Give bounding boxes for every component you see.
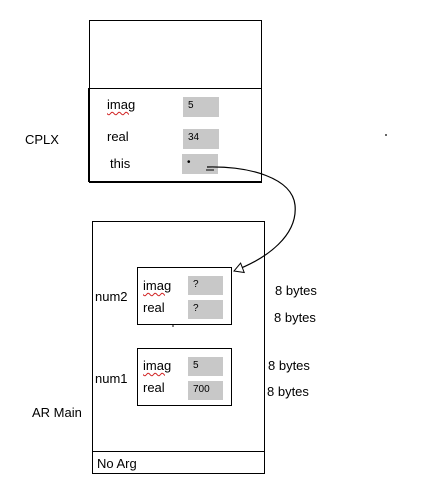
cplx-label: CPLX bbox=[25, 132, 59, 147]
no-arg-box bbox=[92, 451, 265, 474]
this-pointer-arrow bbox=[206, 166, 296, 274]
cplx-real-label: real bbox=[107, 129, 129, 144]
num1-real-value: 700 bbox=[188, 381, 223, 400]
num2-imag-label: imag bbox=[143, 278, 172, 293]
num1-real-label: real bbox=[143, 380, 165, 395]
num1-label: num1 bbox=[95, 371, 128, 386]
num2-real-label: real bbox=[143, 300, 165, 315]
num2-label: num2 bbox=[95, 289, 128, 304]
cplx-this-value: • bbox=[182, 154, 218, 174]
cplx-this-label: this bbox=[110, 156, 131, 171]
no-arg-label: No Arg bbox=[97, 456, 137, 471]
num1-imag-label: imag bbox=[143, 358, 172, 373]
ar-main-label: AR Main bbox=[32, 405, 82, 420]
num1-box bbox=[137, 348, 232, 406]
num2-imag-value: ? bbox=[188, 276, 223, 295]
stray-dot bbox=[385, 134, 387, 136]
num2-box bbox=[137, 267, 232, 325]
num2-imag-size: 8 bytes bbox=[275, 283, 317, 298]
cplx-imag-value: 5 bbox=[183, 97, 219, 117]
cplx-imag-label: imag bbox=[107, 97, 136, 112]
num2-real-value: ? bbox=[188, 300, 223, 319]
num2-real-size: 8 bytes bbox=[274, 310, 316, 325]
cplx-frame-inner bbox=[88, 88, 262, 182]
num1-imag-value: 5 bbox=[188, 357, 223, 376]
num1-real-size: 8 bytes bbox=[267, 384, 309, 399]
num1-imag-size: 8 bytes bbox=[268, 358, 310, 373]
cplx-real-value: 34 bbox=[183, 129, 219, 149]
